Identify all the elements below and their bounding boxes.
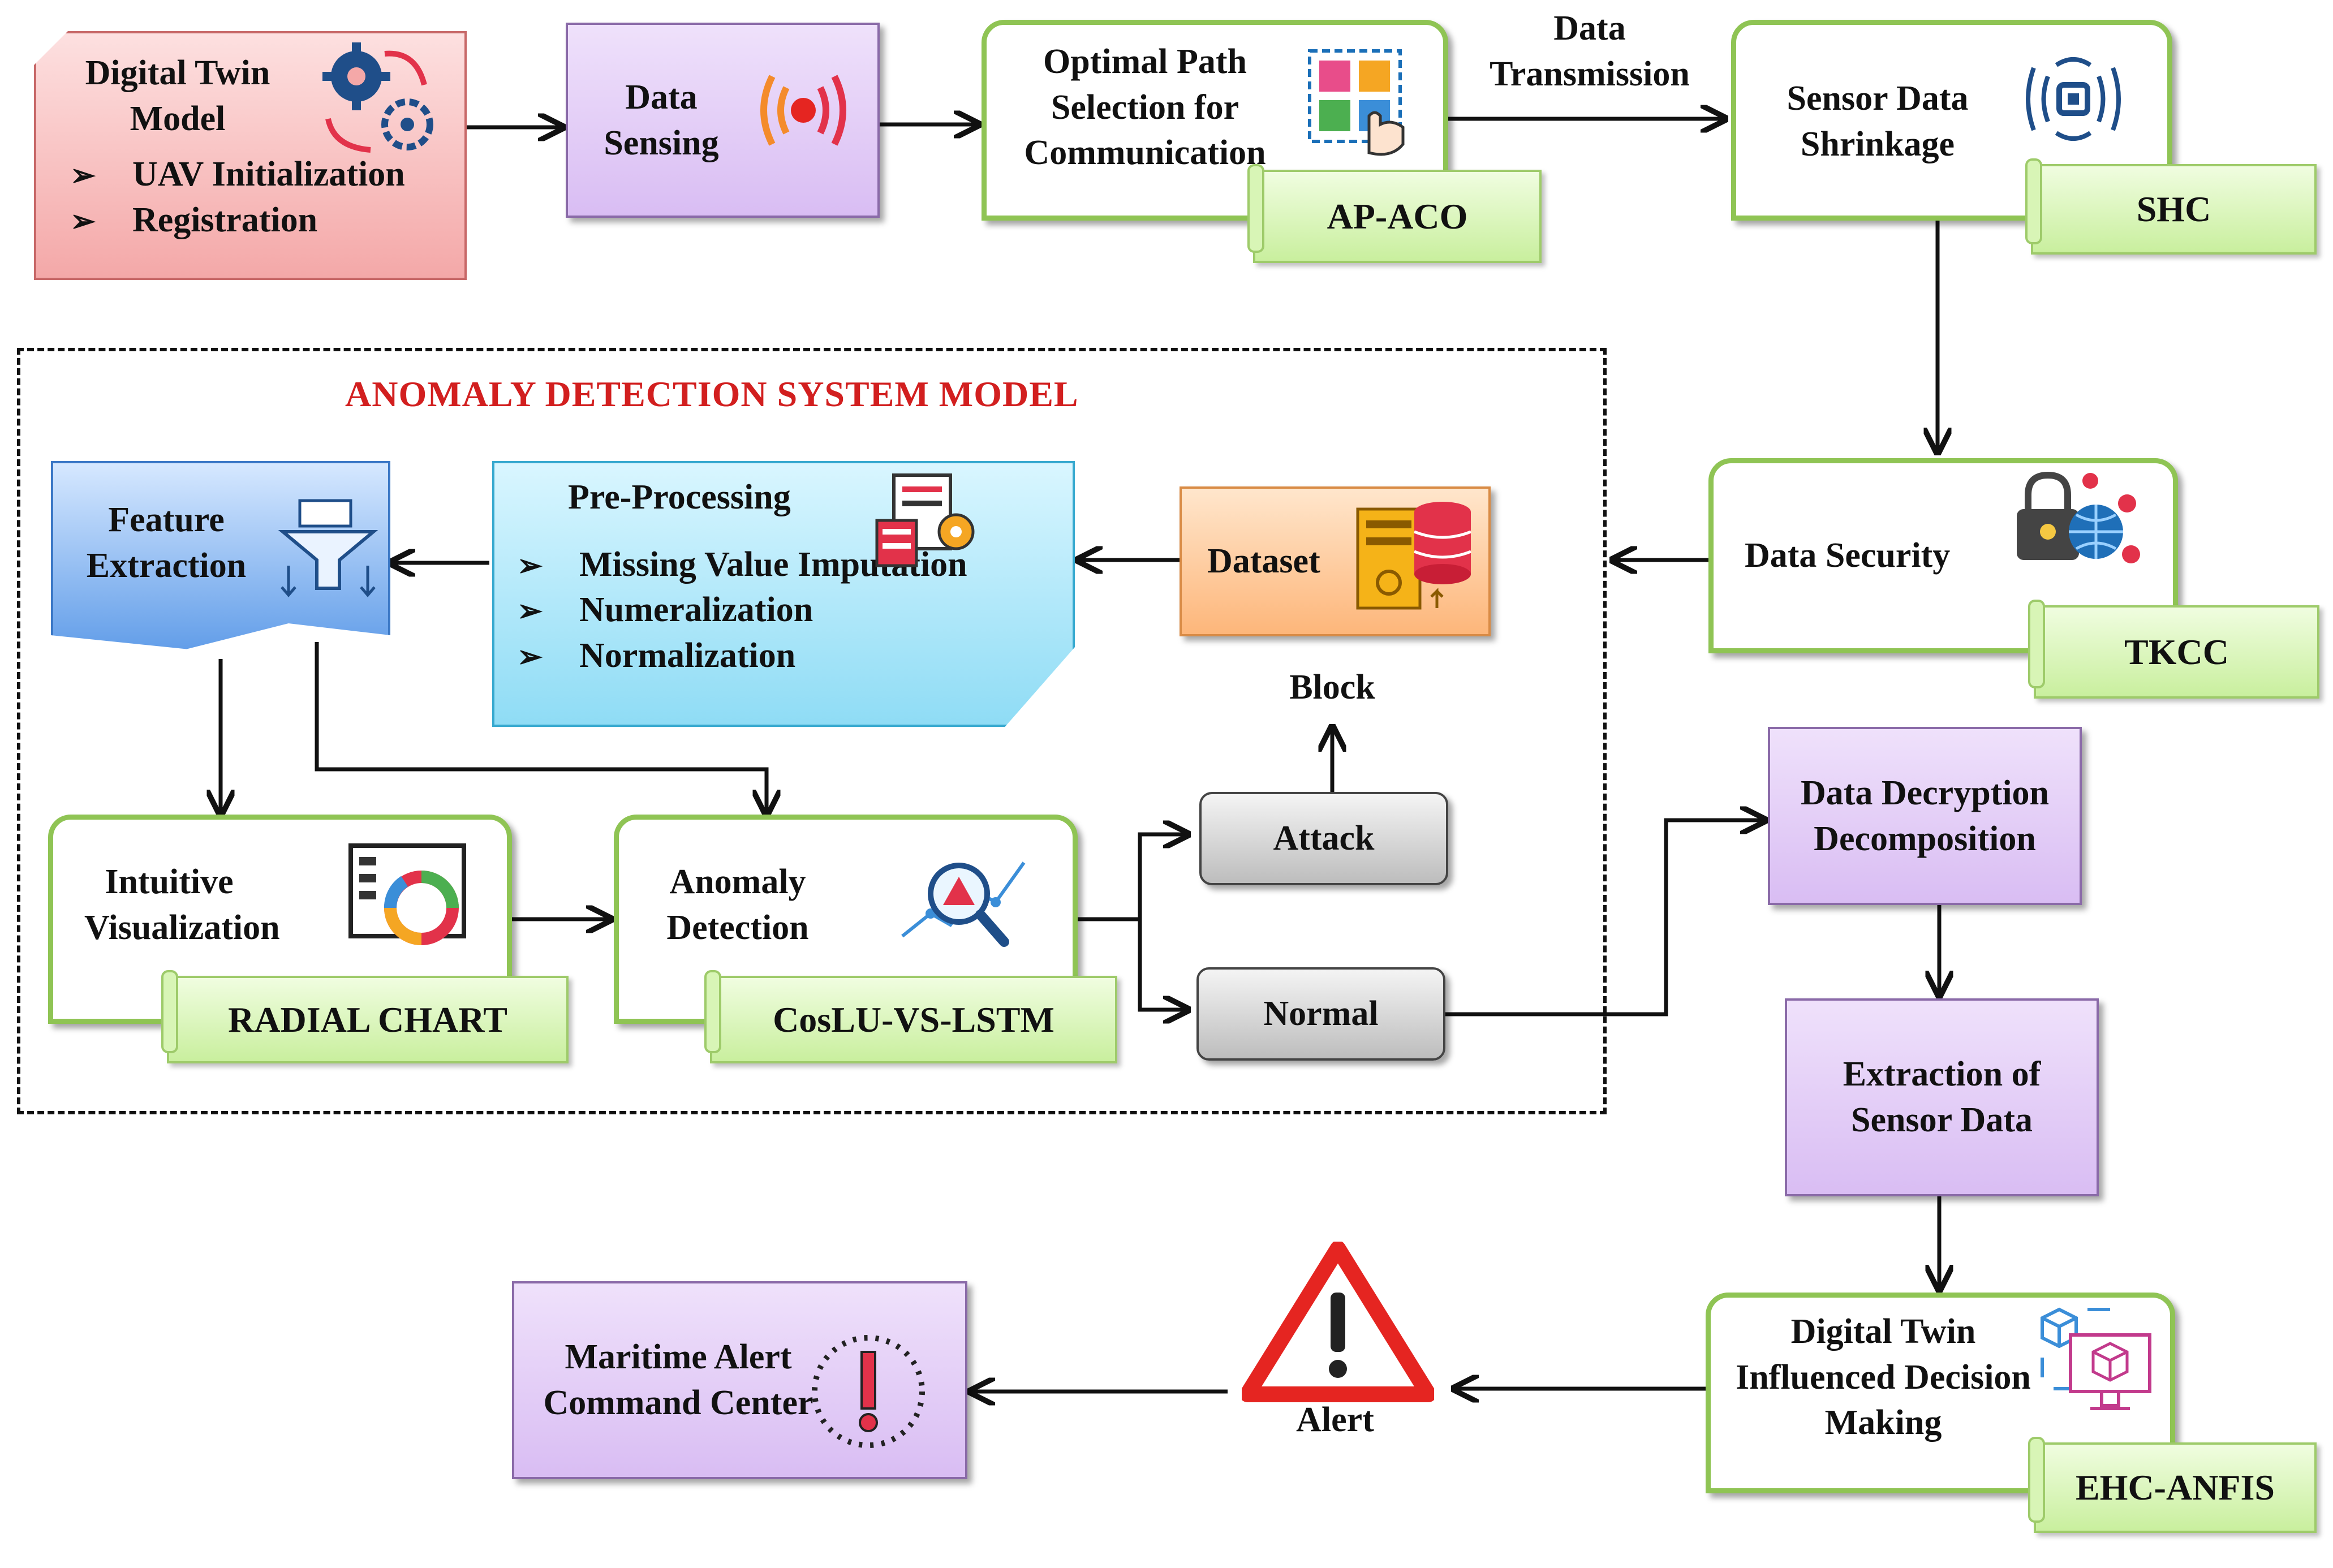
warning-triangle-icon bbox=[1242, 1242, 1434, 1402]
digital-twin-title: Digital Twin Model bbox=[85, 54, 270, 138]
ehc-anfis-ribbon: EHC-ANFIS bbox=[2028, 1437, 2317, 1533]
radial-chart-ribbon: RADIAL CHART bbox=[161, 970, 569, 1063]
arrow-feature-to-anomaly bbox=[315, 642, 767, 815]
extraction-sensor-label: Extraction of Sensor Data bbox=[1843, 1055, 2041, 1139]
funnel-icon bbox=[278, 499, 378, 597]
alert-dial-icon bbox=[812, 1335, 925, 1448]
uav-initialization-item: UAV Initialization bbox=[70, 152, 405, 197]
data-decryption-label: Data Decryption Decomposition bbox=[1800, 773, 2050, 858]
normal-label: Normal bbox=[1263, 994, 1379, 1033]
digital-twin-items: UAV Initialization Registration bbox=[70, 152, 405, 243]
digital-twin-model-box[interactable]: Digital Twin Model UAV Initialization Re… bbox=[34, 31, 467, 280]
lock-globe-icon bbox=[2017, 471, 2140, 563]
data-decryption-box[interactable]: Data Decryption Decomposition bbox=[1768, 727, 2082, 905]
document-gear-icon bbox=[875, 473, 975, 567]
maritime-box[interactable]: Maritime Alert Command Center bbox=[512, 1281, 967, 1479]
attack-label: Attack bbox=[1273, 819, 1375, 858]
magnifier-alert-icon bbox=[901, 861, 1026, 947]
anomaly-detection-group bbox=[17, 348, 1607, 1114]
arrow-anomaly-to-normal bbox=[1138, 919, 1188, 1010]
maritime-label: Maritime Alert Command Center bbox=[543, 1338, 813, 1422]
data-security-label: Data Security bbox=[1745, 536, 1951, 575]
signal-wave-icon bbox=[760, 75, 846, 146]
arrow-normal-to-decryption bbox=[1445, 820, 1765, 1016]
shc-ribbon: SHC bbox=[2025, 158, 2317, 255]
tkcc-ribbon: TKCC bbox=[2028, 600, 2319, 699]
registration-item: Registration bbox=[70, 197, 405, 243]
data-transmission-label: Data Transmission bbox=[1490, 9, 1690, 93]
tap-grid-icon bbox=[1308, 49, 1405, 156]
chart-board-icon bbox=[348, 843, 466, 945]
coslu-vs-lstm-ribbon: CosLU-VS-LSTM bbox=[704, 970, 1117, 1063]
gears-icon bbox=[322, 42, 433, 153]
ap-aco-ribbon: AP-ACO bbox=[1247, 164, 1542, 263]
numeralization-item: Numeralization bbox=[517, 587, 967, 633]
attack-box[interactable]: Attack bbox=[1199, 792, 1448, 885]
pre-processing-title: Pre-Processing bbox=[568, 478, 791, 516]
alert-label: Alert bbox=[1296, 1401, 1374, 1439]
feature-extraction-label: Feature Extraction bbox=[86, 501, 247, 585]
extraction-sensor-box[interactable]: Extraction of Sensor Data bbox=[1785, 998, 2099, 1196]
normal-box[interactable]: Normal bbox=[1196, 967, 1445, 1061]
database-icon bbox=[1356, 502, 1471, 610]
decision-making-label: Digital Twin Influenced Decision Making bbox=[1736, 1312, 2031, 1442]
data-sensing-label: Data Sensing bbox=[604, 77, 719, 162]
anomaly-detection-label: Anomaly Detection bbox=[666, 863, 809, 947]
intuitive-visualization-label: Intuitive Visualization bbox=[84, 863, 280, 947]
group-title: ANOMALY DETECTION SYSTEM MODEL bbox=[345, 374, 1079, 414]
normalization-item: Normalization bbox=[517, 633, 967, 679]
optimal-path-label: Optimal Path Selection for Communication bbox=[1024, 42, 1266, 173]
arrow-anomaly-to-attack bbox=[1078, 834, 1188, 921]
sensor-icon bbox=[2026, 57, 2121, 141]
cube-monitor-icon bbox=[2041, 1307, 2151, 1410]
dataset-label: Dataset bbox=[1207, 542, 1320, 581]
sensor-data-shrinkage-label: Sensor Data Shrinkage bbox=[1787, 79, 1969, 163]
block-label: Block bbox=[1289, 668, 1375, 707]
pre-processing-box[interactable]: Pre-Processing Missing Value Imputation … bbox=[492, 461, 1075, 727]
